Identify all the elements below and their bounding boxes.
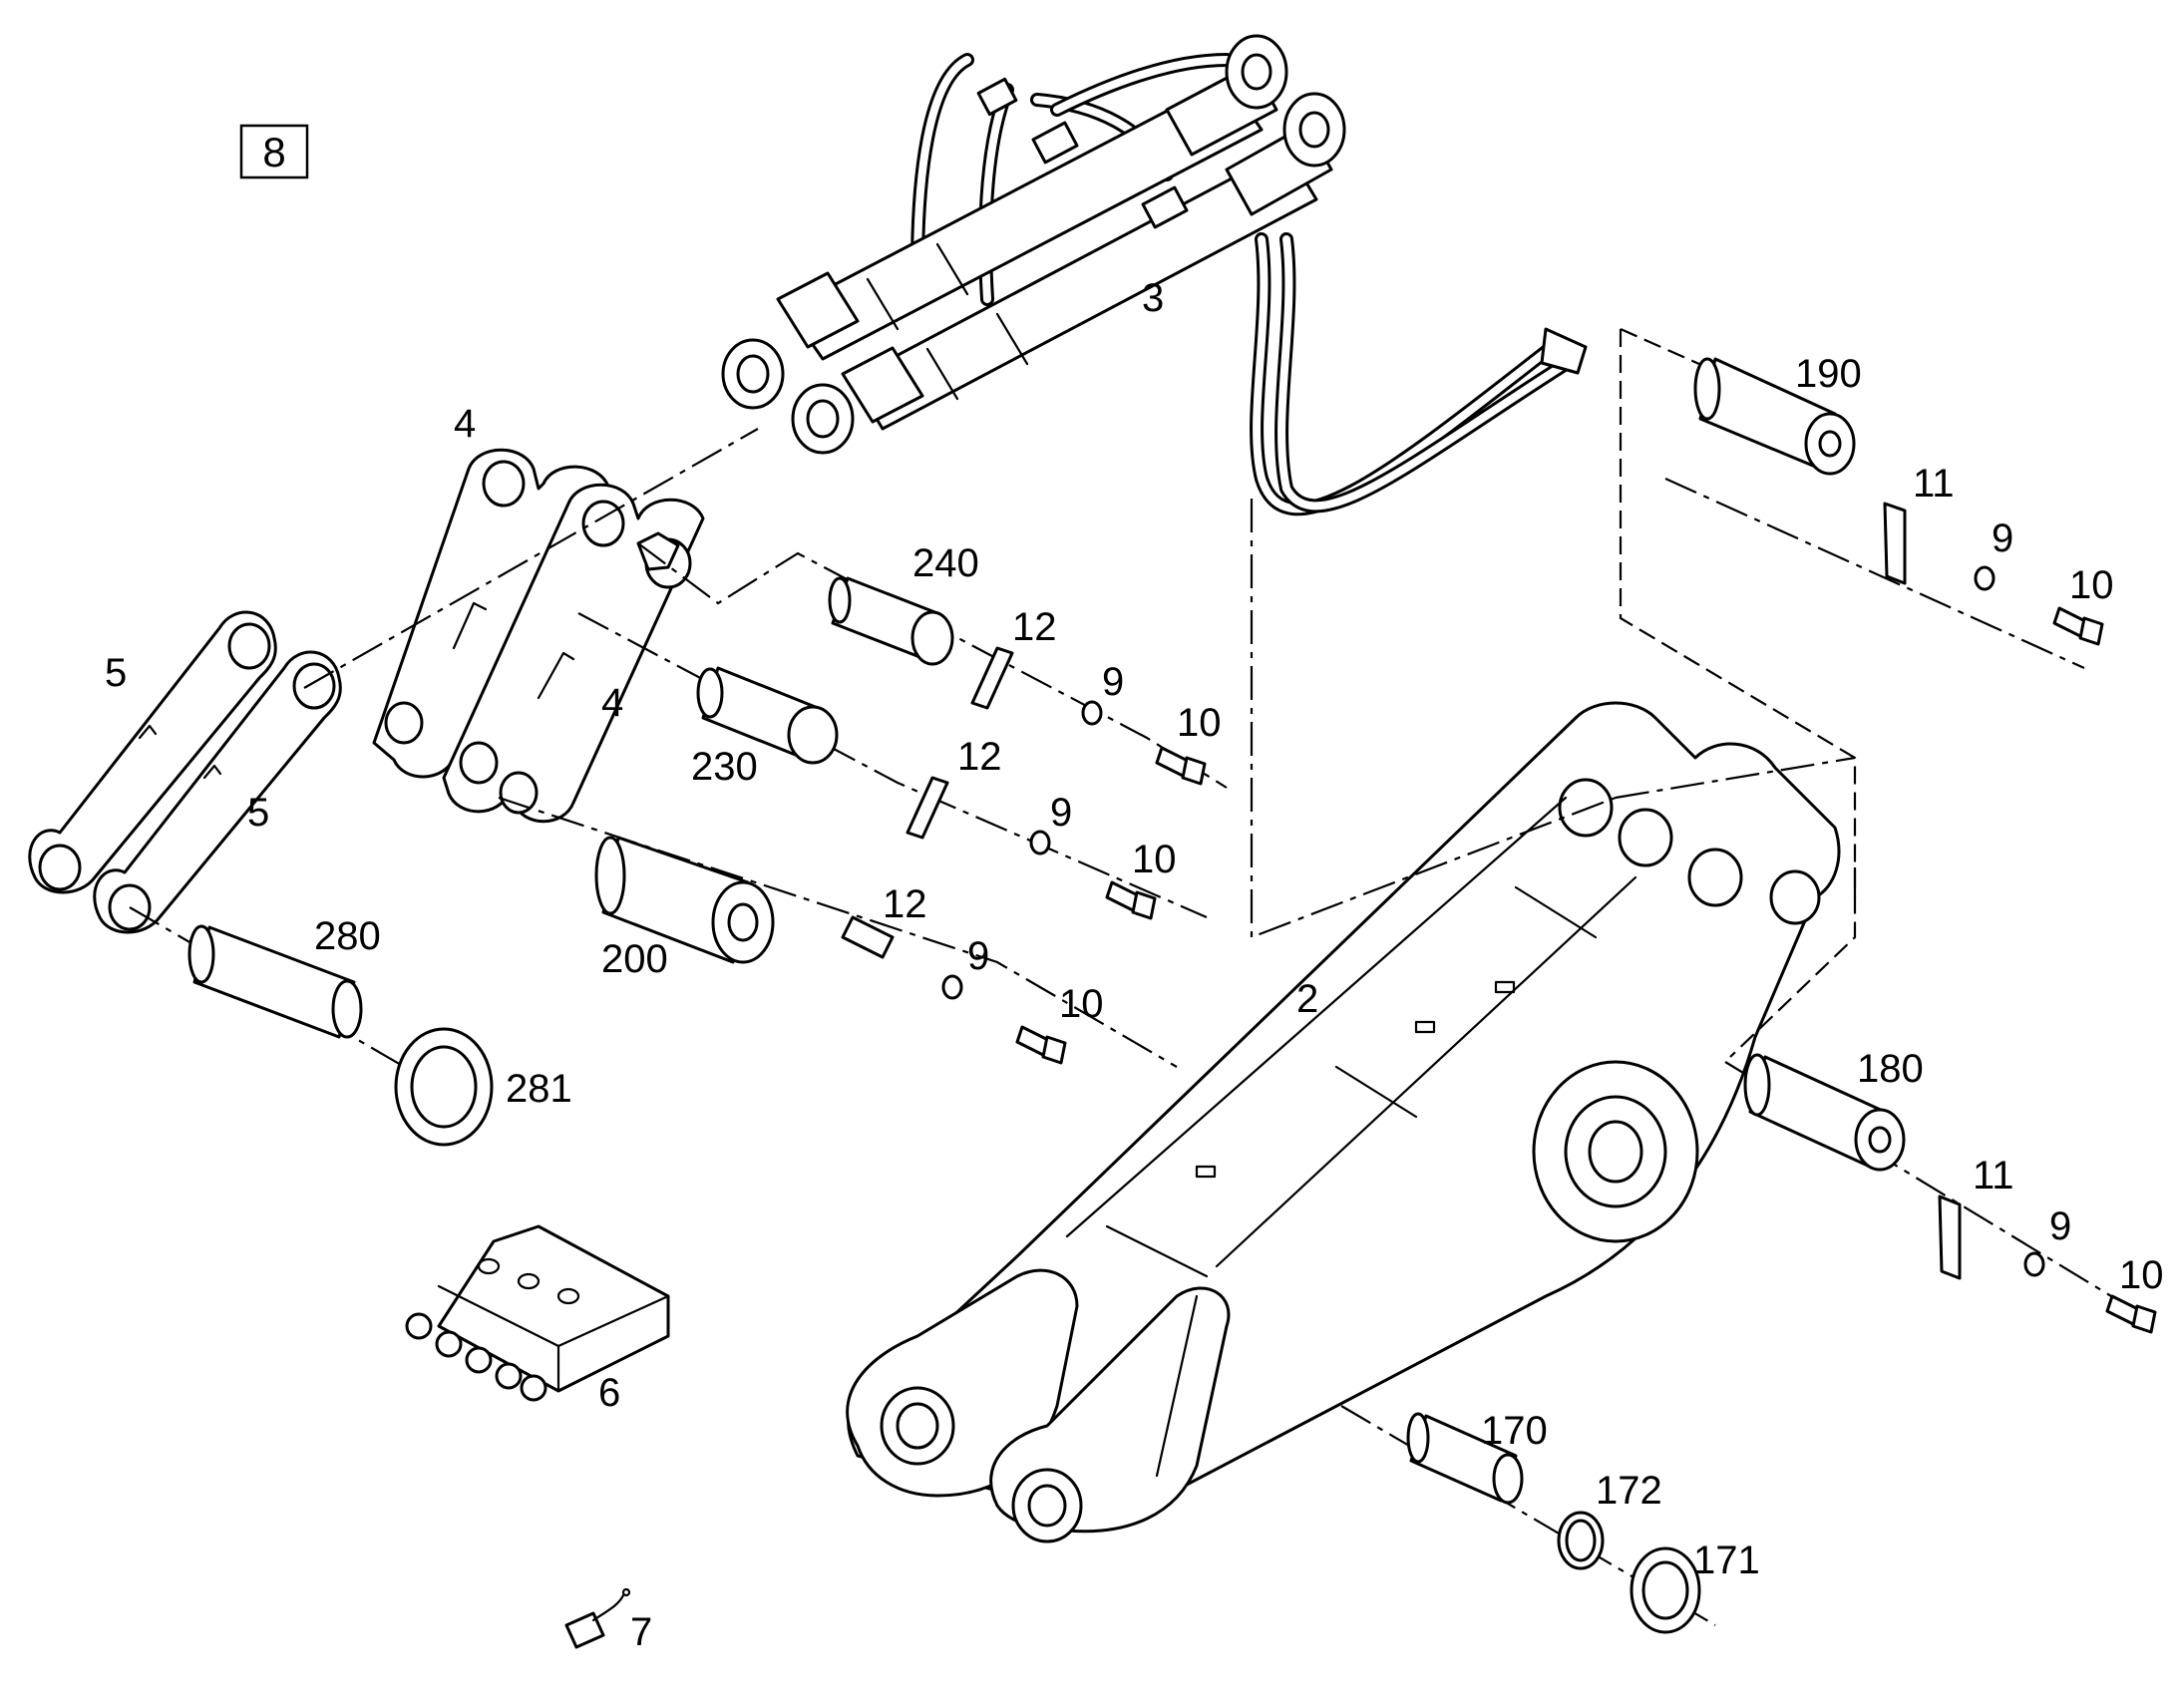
hydraulic-cylinder-assembly — [721, 34, 1588, 516]
sheet-number-box: 8 — [239, 124, 309, 179]
callout-10-c: 10 — [1132, 838, 1177, 881]
callout-172: 172 — [1596, 1469, 1662, 1513]
callout-9-c: 9 — [1050, 791, 1072, 835]
links — [28, 610, 342, 934]
callout-10-a: 10 — [2069, 563, 2114, 607]
callout-5-upper: 5 — [105, 651, 127, 695]
callout-11-lower: 11 — [1973, 1154, 2014, 1197]
callout-10-d: 10 — [1059, 982, 1104, 1026]
callout-12-c: 12 — [883, 882, 927, 926]
callout-230: 230 — [691, 745, 758, 789]
callout-12-a: 12 — [1012, 605, 1057, 649]
callout-200: 200 — [601, 937, 668, 981]
callout-10-b: 10 — [1177, 701, 1222, 745]
callout-240: 240 — [912, 541, 979, 585]
callout-12-b: 12 — [957, 735, 1002, 779]
main-boom — [846, 701, 1841, 1543]
callout-281: 281 — [506, 1067, 572, 1111]
callout-9-b: 9 — [1102, 660, 1124, 704]
valve-block — [405, 1224, 670, 1402]
callout-5-lower: 5 — [247, 791, 269, 835]
sensor — [564, 1587, 631, 1649]
callout-171: 171 — [1693, 1538, 1760, 1582]
callout-11-upper: 11 — [1913, 462, 1955, 506]
callout-2: 2 — [1296, 977, 1318, 1021]
callout-170: 170 — [1481, 1409, 1548, 1453]
callout-4-lower: 4 — [601, 681, 623, 725]
callout-280: 280 — [314, 914, 381, 958]
callout-9-a: 9 — [1992, 516, 2013, 560]
callout-3: 3 — [1142, 276, 1164, 320]
callout-7: 7 — [630, 1610, 652, 1654]
callout-190: 190 — [1795, 352, 1862, 396]
callout-6: 6 — [598, 1371, 620, 1415]
callout-4-upper: 4 — [454, 402, 476, 446]
callout-9-e: 9 — [2049, 1204, 2071, 1248]
callout-180: 180 — [1857, 1047, 1924, 1091]
linkage-plates — [372, 448, 705, 824]
callout-10-e: 10 — [2119, 1253, 2164, 1297]
sheet-number: 8 — [262, 129, 285, 175]
callout-9-d: 9 — [967, 934, 989, 978]
pins-and-fasteners — [129, 327, 2157, 1634]
callout-labels: 3 4 4 5 5 2 6 7 190 11 9 10 240 12 9 10 … — [105, 276, 2164, 1654]
